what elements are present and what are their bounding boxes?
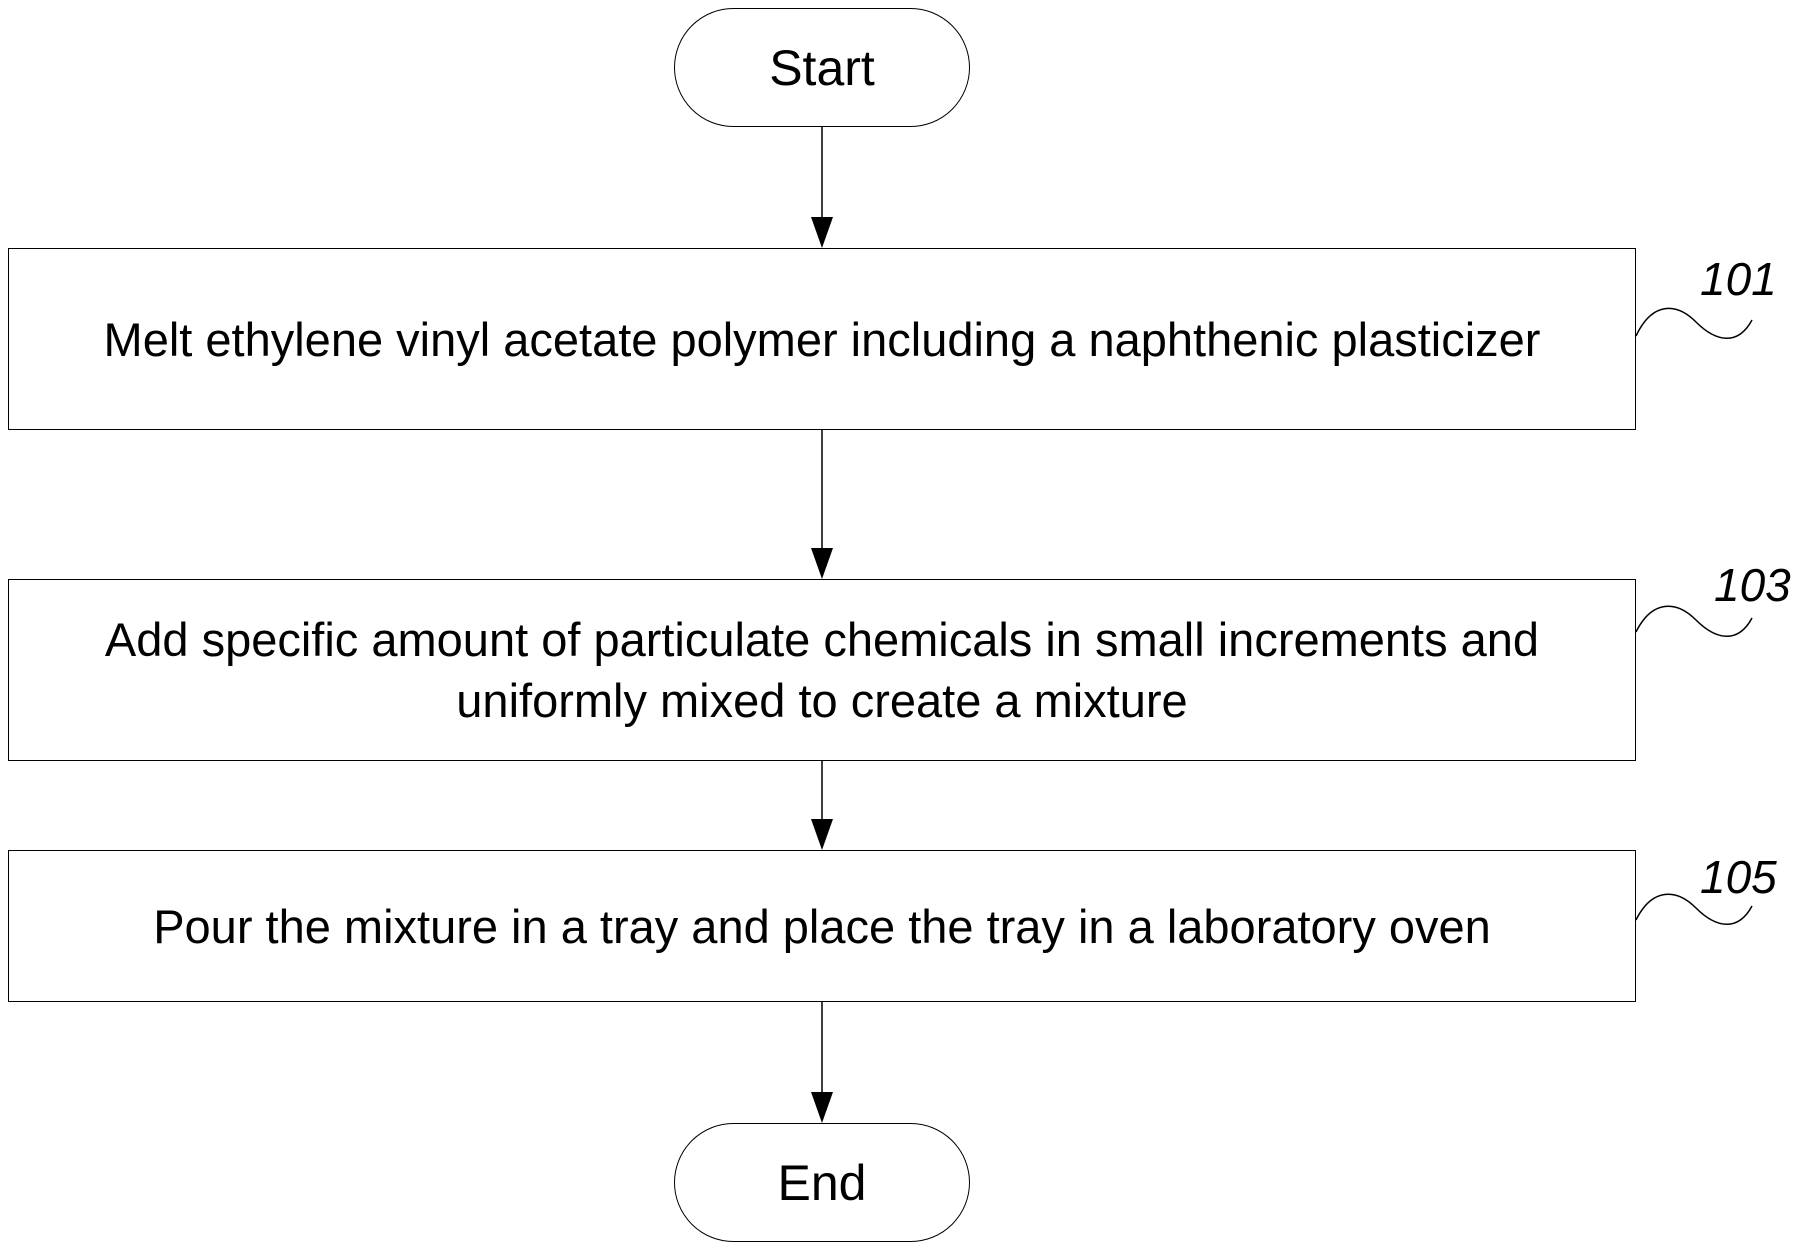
process-box-103: Add specific amount of particulate chemi… bbox=[8, 579, 1636, 761]
end-terminal: End bbox=[674, 1123, 970, 1242]
start-terminal: Start bbox=[674, 8, 970, 127]
reference-numeral-105: 105 bbox=[1700, 850, 1777, 904]
reference-numeral-103: 103 bbox=[1714, 558, 1791, 612]
reference-leaders bbox=[1636, 308, 1752, 924]
step-105-line-1: Pour the mixture in a tray and place the… bbox=[153, 896, 1491, 957]
arrow-101-to-103 bbox=[811, 430, 833, 579]
arrow-start-to-101 bbox=[811, 127, 833, 248]
start-label: Start bbox=[769, 39, 875, 97]
process-box-101: Melt ethylene vinyl acetate polymer incl… bbox=[8, 248, 1636, 430]
leader-101 bbox=[1636, 308, 1752, 338]
step-101-line-1: Melt ethylene vinyl acetate polymer incl… bbox=[104, 309, 1541, 370]
end-label: End bbox=[778, 1154, 867, 1212]
step-103-line-1: Add specific amount of particulate chemi… bbox=[105, 609, 1539, 670]
reference-numeral-101: 101 bbox=[1700, 252, 1777, 306]
arrow-105-to-end bbox=[811, 1002, 833, 1123]
step-103-line-2: uniformly mixed to create a mixture bbox=[105, 670, 1539, 731]
arrow-103-to-105 bbox=[811, 761, 833, 850]
process-box-105: Pour the mixture in a tray and place the… bbox=[8, 850, 1636, 1002]
